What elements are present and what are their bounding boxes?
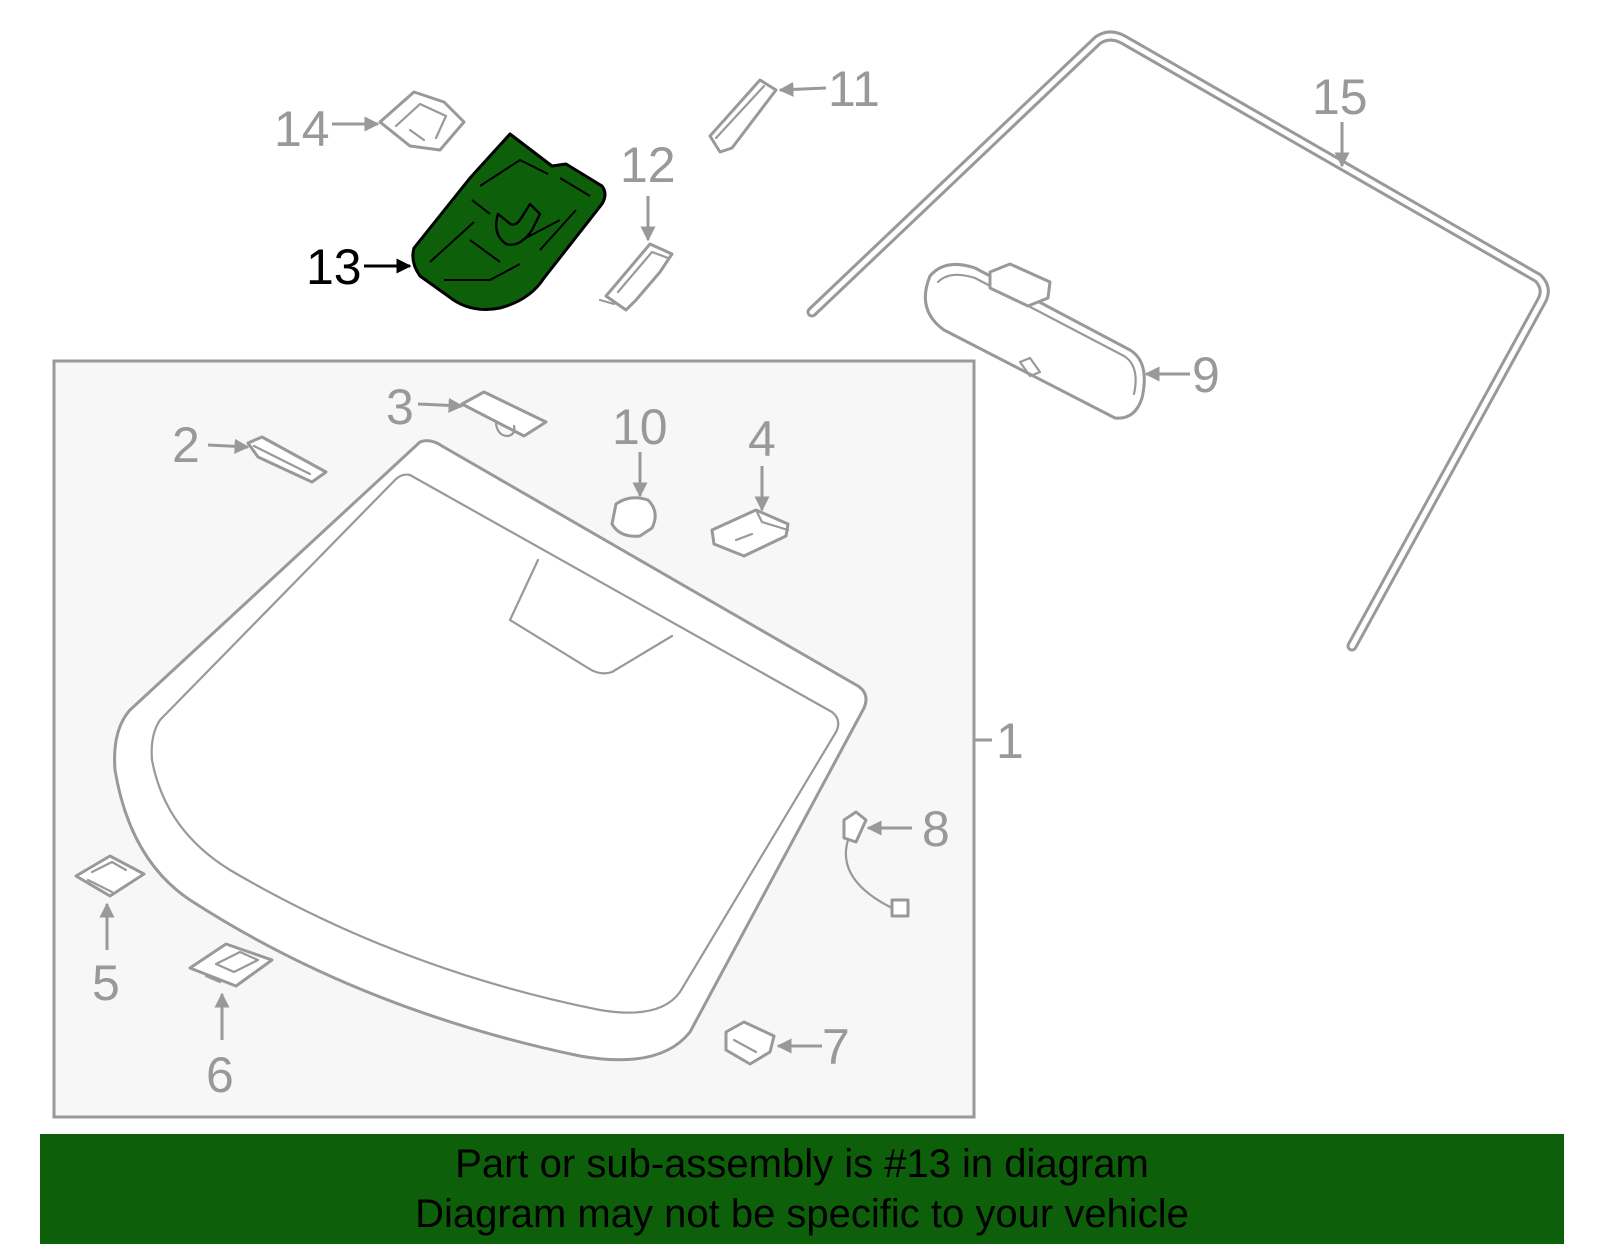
banner-line-2: Diagram may not be specific to your vehi… bbox=[415, 1192, 1189, 1236]
callout-12-label: 12 bbox=[620, 137, 676, 193]
callout-7-label: 7 bbox=[822, 1019, 850, 1075]
part-2-bracket bbox=[246, 435, 328, 484]
part-5-clip bbox=[74, 854, 146, 898]
part-8-wire-harness bbox=[842, 810, 910, 918]
banner-line-1: Part or sub-assembly is #13 in diagram bbox=[455, 1142, 1149, 1186]
part-9-rear-view-mirror bbox=[923, 262, 1146, 420]
callout-3-arrow bbox=[417, 397, 464, 413]
callout-4-label: 4 bbox=[748, 411, 776, 467]
part-12-retainer bbox=[598, 242, 674, 312]
callout-13-label: 13 bbox=[306, 239, 362, 295]
callout-1-label: 1 bbox=[996, 713, 1024, 769]
callout-14-label: 14 bbox=[274, 101, 330, 157]
part-14-bracket bbox=[378, 90, 466, 152]
part-13-mirror-cover-highlighted bbox=[411, 132, 607, 311]
part-10-cap bbox=[610, 496, 657, 538]
callout-3-label: 3 bbox=[386, 379, 414, 435]
callout-2-label: 2 bbox=[172, 417, 200, 473]
callout-15-label: 15 bbox=[1312, 69, 1368, 125]
callout-6-label: 6 bbox=[206, 1047, 234, 1103]
part-11-clip bbox=[708, 78, 778, 154]
callout-10-label: 10 bbox=[612, 399, 668, 455]
windshield-glass bbox=[113, 439, 868, 1062]
callout-11-label: 11 bbox=[828, 61, 880, 117]
callout-2-arrow bbox=[207, 438, 250, 454]
callout-11-arrow bbox=[778, 81, 827, 97]
part-4-connector bbox=[710, 508, 790, 558]
part-7-clip bbox=[724, 1020, 776, 1066]
part-15-molding bbox=[806, 30, 1550, 652]
part-6-pad bbox=[188, 942, 274, 988]
callout-9-label: 9 bbox=[1192, 347, 1220, 403]
callout-5-label: 5 bbox=[92, 955, 120, 1011]
part-3-sensor-cover bbox=[460, 390, 548, 438]
info-banner: Part or sub-assembly is #13 in diagram D… bbox=[40, 1134, 1564, 1244]
callout-8-label: 8 bbox=[922, 801, 950, 857]
